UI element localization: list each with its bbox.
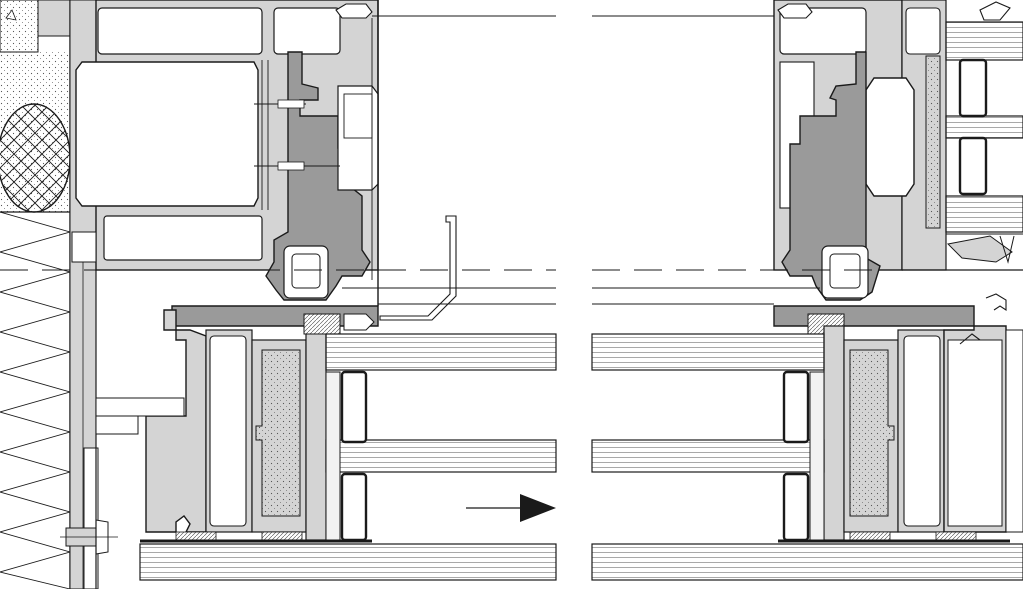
insulation-crosshatch (0, 103, 71, 213)
wall-section (0, 0, 118, 589)
drip-flashing (379, 215, 457, 321)
right-glazing (591, 333, 1023, 581)
left-lower-sash (95, 305, 379, 543)
left-glazing (139, 333, 557, 581)
right-lower-sash (773, 293, 1023, 543)
arrow-right-icon (466, 494, 556, 522)
section-break-gap (557, 0, 591, 589)
wall-insulation-zigzag (0, 211, 72, 589)
right-sash-gasket (781, 51, 881, 301)
right-outer-frame (592, 0, 947, 271)
left-sash-gasket (254, 51, 379, 301)
right-upper-glazing (902, 1, 1023, 271)
